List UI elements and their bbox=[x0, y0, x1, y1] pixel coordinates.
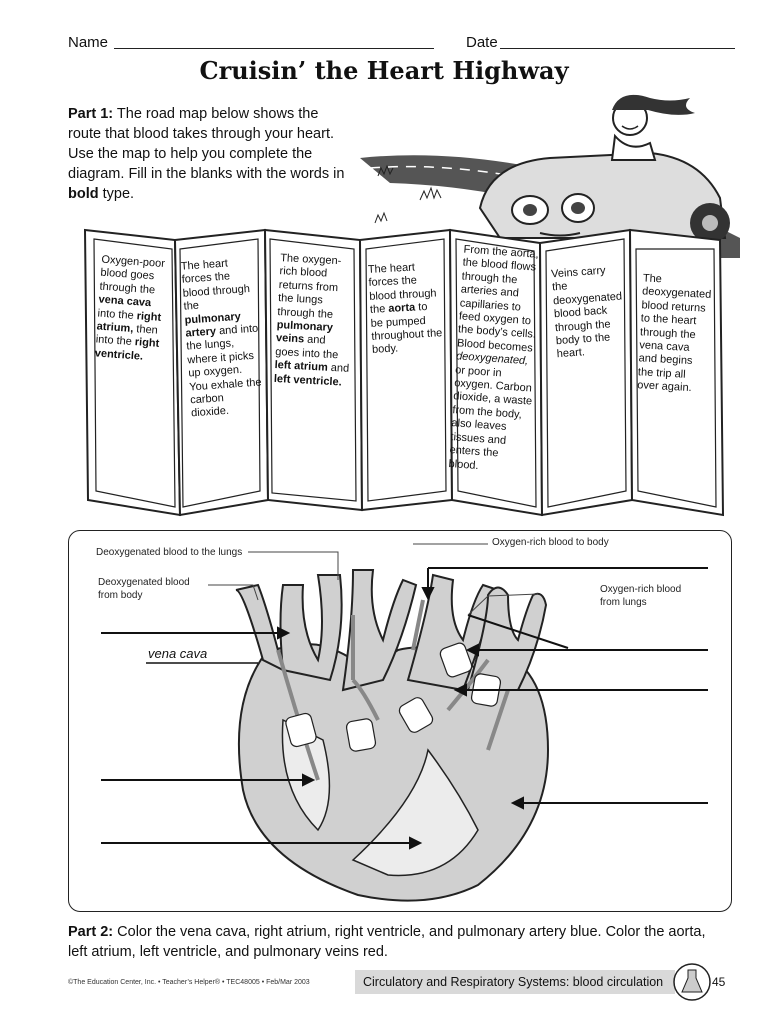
panel-1-mid: into the bbox=[97, 307, 137, 322]
panel-3-bold-3: left ventricle. bbox=[274, 373, 342, 389]
part2-label: Part 2: bbox=[68, 924, 113, 940]
part1-bold-word: bold bbox=[68, 186, 99, 202]
panel-4-bold-1: aorta bbox=[388, 302, 415, 315]
page-title: Cruisin’ the Heart Highway bbox=[0, 56, 768, 85]
panel-5-text: From the aorta, the blood flows through … bbox=[448, 243, 544, 476]
panel-3-pre: The oxygen-rich blood returns from the l… bbox=[277, 252, 342, 320]
panel-4-text: The heart forces the blood through the a… bbox=[368, 260, 445, 357]
flask-icon bbox=[672, 962, 712, 1002]
panel-5-pre: From the aorta, the blood flows through … bbox=[457, 243, 539, 354]
label-vena-cava: vena cava bbox=[148, 646, 207, 661]
panel-7-text: The deoxygenated blood returns to the he… bbox=[637, 272, 709, 396]
label-deoxy-to-lungs: Deoxygenated blood to the lungs bbox=[96, 546, 242, 559]
copyright: ©The Education Center, Inc. • Teacher’s … bbox=[68, 979, 310, 986]
panel-2-text: The heart forces the blood through the p… bbox=[180, 256, 265, 422]
topic-banner: Circulatory and Respiratory Systems: blo… bbox=[355, 970, 675, 994]
name-blank[interactable] bbox=[114, 48, 434, 49]
panel-5-post: or poor in oxygen. Carbon dioxide, a was… bbox=[448, 364, 532, 472]
panel-3-text: The oxygen-rich blood returns from the l… bbox=[274, 252, 357, 390]
panel-3-bold-2: left atrium bbox=[274, 359, 328, 374]
panel-1-pre: Oxygen-poor blood goes through the bbox=[99, 254, 165, 297]
page-number: 45 bbox=[712, 975, 725, 989]
part1-text-b: type. bbox=[99, 186, 134, 202]
part2-text: Color the vena cava, right atrium, right… bbox=[68, 924, 706, 960]
date-blank[interactable] bbox=[500, 48, 735, 49]
part1-instructions: Part 1: The road map below shows the rou… bbox=[68, 104, 348, 204]
name-label: Name bbox=[68, 34, 108, 51]
label-oxy-from-lungs: Oxygen-rich blood from lungs bbox=[600, 583, 700, 609]
label-oxy-to-body: Oxygen-rich blood to body bbox=[492, 536, 609, 549]
panel-6-pre: Veins carry the deoxygenated blood back … bbox=[551, 265, 623, 361]
panel-7-pre: The deoxygenated blood returns to the he… bbox=[637, 272, 712, 394]
panel-3-post: and bbox=[327, 362, 349, 375]
date-label: Date bbox=[466, 34, 498, 51]
panel-6-text: Veins carry the deoxygenated blood back … bbox=[551, 264, 623, 362]
panel-2-pre: The heart forces the blood through the bbox=[180, 257, 250, 312]
label-deoxy-from-body: Deoxygenated blood from body bbox=[98, 576, 208, 602]
panel-1-text: Oxygen-poor blood goes through the vena … bbox=[94, 254, 173, 366]
part2-instructions: Part 2: Color the vena cava, right atriu… bbox=[68, 922, 708, 962]
part1-label: Part 1: bbox=[68, 106, 113, 122]
